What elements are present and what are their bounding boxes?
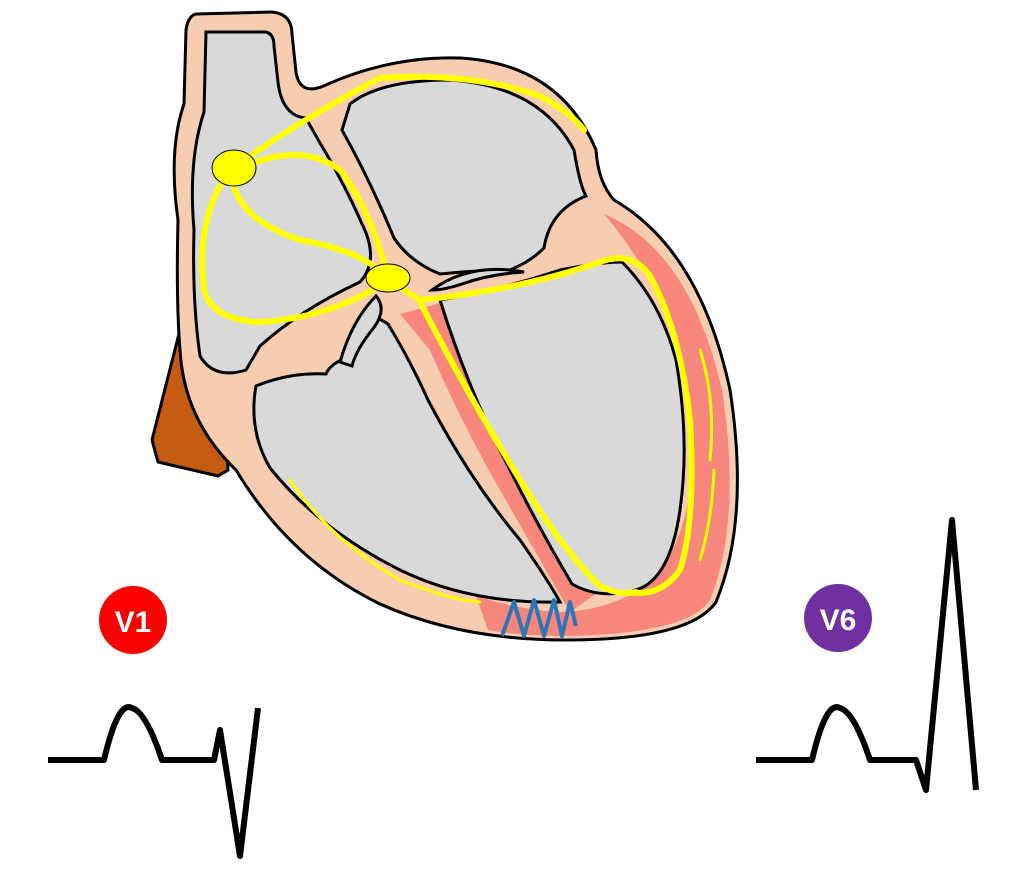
internodal-tract-middle bbox=[229, 177, 389, 279]
mitral-valve-leaflet bbox=[427, 267, 525, 292]
lead-v1-label: V1 bbox=[115, 606, 152, 639]
right-atrium-chamber bbox=[190, 30, 372, 375]
lead-v6-label: V6 bbox=[820, 604, 857, 637]
bachmann-bundle bbox=[233, 73, 587, 169]
conduction-system bbox=[199, 73, 716, 604]
internodal-tract-anterior bbox=[233, 152, 389, 273]
sinoatrial-node bbox=[211, 149, 257, 187]
lead-v1-badge: V1 bbox=[99, 586, 167, 654]
purkinje-fibers-inferior bbox=[288, 478, 482, 604]
affected-ventricular-wall bbox=[476, 214, 730, 636]
ecg-trace-v1 bbox=[48, 704, 261, 859]
internodal-tract-posterior bbox=[199, 173, 389, 325]
atrioventricular-node bbox=[365, 263, 411, 293]
purkinje-fibers-lateral bbox=[698, 348, 716, 562]
right-bundle-branch bbox=[417, 299, 639, 597]
lead-v6-badge: V6 bbox=[804, 584, 872, 652]
left-bundle-branch bbox=[417, 255, 695, 596]
reentry-activation-wave bbox=[500, 598, 578, 638]
tricuspid-valve-leaflet bbox=[338, 293, 383, 368]
ecg-trace-v6 bbox=[756, 517, 979, 793]
